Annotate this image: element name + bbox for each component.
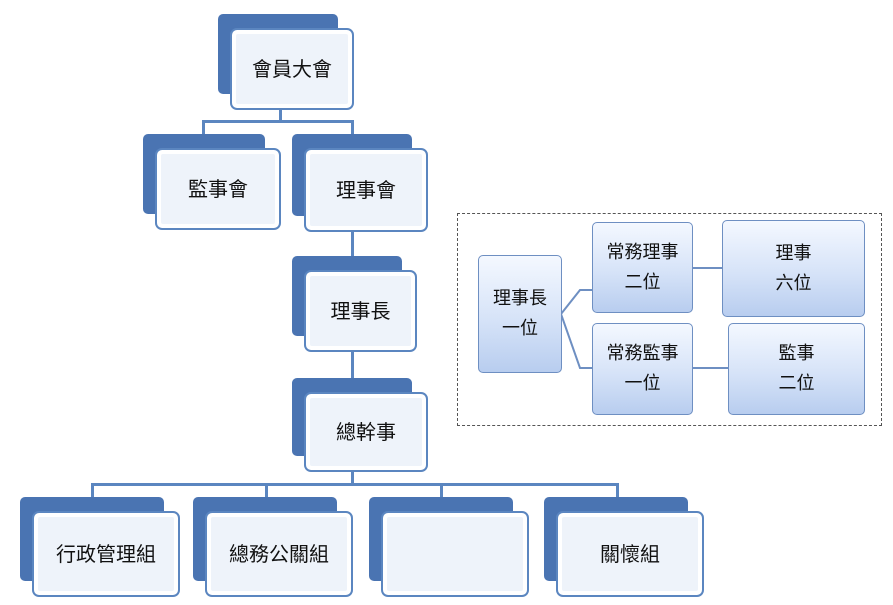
node-care-group: 關懷組 — [544, 497, 704, 597]
node-label: 關懷組 — [562, 517, 698, 591]
connector-chairman-secretary — [351, 350, 354, 378]
node-label: 行政管理組 — [38, 517, 174, 591]
node-label: 理事長 — [310, 276, 411, 346]
box-standing-directors-count: 常務理事 二位 — [592, 222, 693, 313]
connector-groups-branch — [91, 483, 619, 486]
node-label — [387, 517, 523, 591]
connector-secretary-down — [351, 470, 354, 486]
node-label: 監事會 — [161, 154, 275, 224]
connector-to-care — [616, 483, 619, 497]
connector-board-chairman — [351, 232, 354, 256]
node-label: 理事會 — [310, 154, 422, 226]
composition-panel — [457, 213, 882, 426]
box-chairman-count: 理事長 一位 — [478, 255, 562, 373]
connector-to-supervisors — [202, 120, 205, 134]
node-secretary-general: 總幹事 — [292, 378, 428, 472]
box-supervisors-count: 監事 二位 — [728, 323, 865, 415]
node-general-affairs-pr-group: 總務公關組 — [193, 497, 353, 597]
node-training-committee — [369, 497, 529, 597]
node-board: 理事會 — [292, 134, 428, 232]
connector-to-general-affairs — [265, 483, 268, 497]
node-label: 總幹事 — [310, 398, 422, 466]
connector-assembly-down — [279, 108, 282, 122]
connector-to-training — [440, 483, 443, 497]
box-directors-count: 理事 六位 — [722, 220, 865, 317]
connector-assembly-branch — [202, 120, 354, 123]
connector-to-board — [351, 120, 354, 134]
node-admin-group: 行政管理組 — [20, 497, 180, 597]
node-label: 會員大會 — [236, 34, 348, 104]
node-supervisors: 監事會 — [143, 134, 281, 230]
node-label: 總務公關組 — [211, 517, 347, 591]
connector-to-admin — [91, 483, 94, 497]
node-chairman: 理事長 — [292, 256, 417, 352]
node-general-assembly: 會員大會 — [218, 14, 354, 110]
box-standing-supervisor-count: 常務監事 一位 — [592, 323, 693, 415]
